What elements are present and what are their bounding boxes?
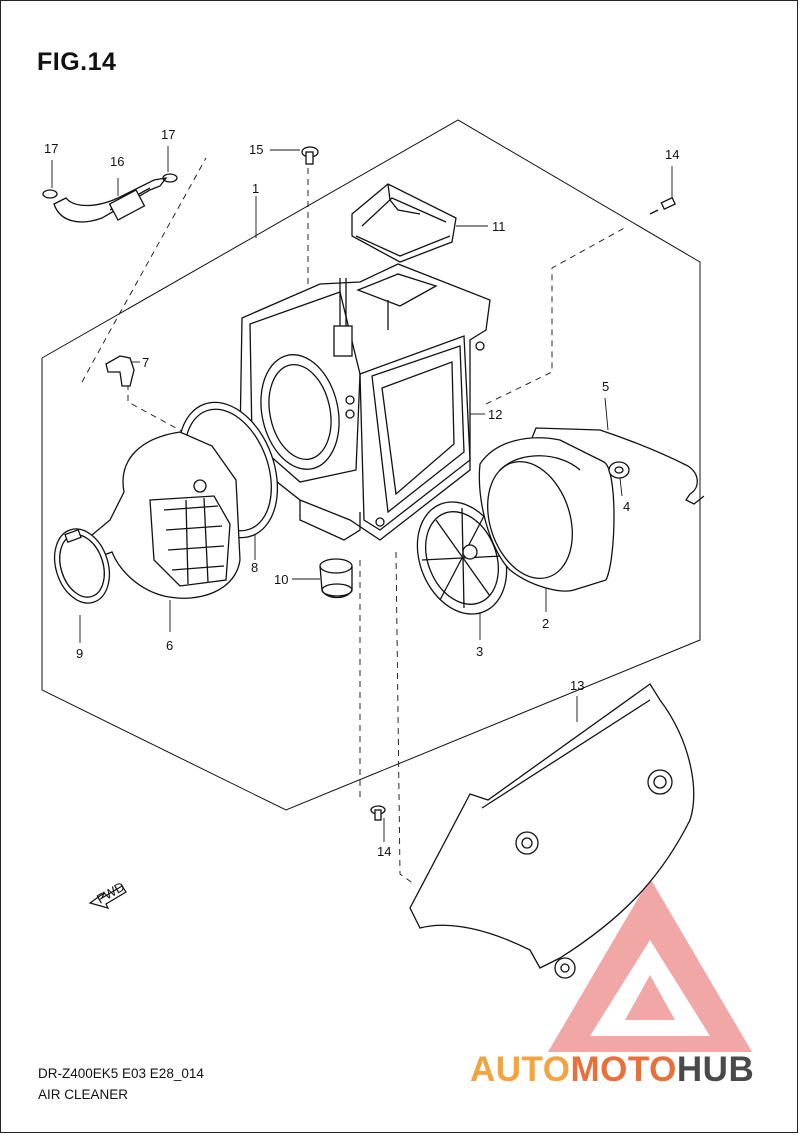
- callout-14-bottom: 14: [377, 844, 391, 859]
- callout-14-top: 14: [665, 147, 679, 162]
- watermark-logo: AUTOMOTOHUB: [470, 1050, 754, 1090]
- screw-part-14-bottom: [370, 805, 386, 821]
- callout-17-right: 17: [161, 127, 175, 142]
- callout-8: 8: [251, 560, 258, 575]
- section-name: AIR CLEANER: [38, 1087, 129, 1102]
- watermark-part-hub: HUB: [676, 1050, 755, 1089]
- callout-13: 13: [570, 678, 584, 693]
- callout-5: 5: [602, 379, 609, 394]
- clip-part-17-a: [42, 189, 58, 199]
- clamp-part-9: [53, 528, 111, 604]
- model-code: DR-Z400EK5 E03 E28_014: [38, 1066, 204, 1081]
- watermark-part-moto: MOTO: [570, 1050, 677, 1089]
- clip-part-17-b: [162, 173, 178, 183]
- callout-15: 15: [249, 142, 263, 157]
- leader-lines: [51, 146, 673, 842]
- watermark-triangle: [548, 878, 752, 1052]
- callout-4: 4: [623, 499, 630, 514]
- fwd-arrow-icon: [88, 885, 127, 909]
- hose-part-16: [53, 177, 168, 223]
- washer-part-4: [608, 461, 630, 479]
- screw-part-15: [301, 146, 319, 165]
- callout-12: 12: [488, 407, 502, 422]
- watermark-part-auto: AUTO: [470, 1050, 571, 1089]
- duct-part-11: [351, 183, 457, 263]
- callout-1: 1: [252, 181, 259, 196]
- elbow-part-7: [105, 355, 135, 387]
- callout-16: 16: [110, 154, 124, 169]
- side-cover-part-13: [409, 683, 695, 979]
- figure-title: FIG.14: [37, 48, 117, 76]
- assembly-outline: [41, 119, 701, 811]
- grommet-part-10: [319, 558, 353, 599]
- callout-labels: 1 2 3 4 5 6 7 8 9 10 11 12 13 14 14 15 1…: [44, 127, 679, 907]
- callout-17-left: 17: [44, 141, 58, 156]
- intake-part-6: [85, 431, 241, 599]
- callout-6: 6: [166, 638, 173, 653]
- callout-9: 9: [76, 646, 83, 661]
- callout-3: 3: [476, 644, 483, 659]
- callout-10: 10: [274, 572, 288, 587]
- wire-clip-part-5: [531, 427, 705, 505]
- callout-7: 7: [142, 355, 149, 370]
- filter-element-part-2: [478, 437, 615, 592]
- callout-11: 11: [492, 219, 506, 234]
- screw-part-14-top: [649, 196, 676, 215]
- case-part-1: [239, 263, 491, 541]
- callout-2: 2: [542, 616, 549, 631]
- fwd-label: FWD: [94, 879, 127, 907]
